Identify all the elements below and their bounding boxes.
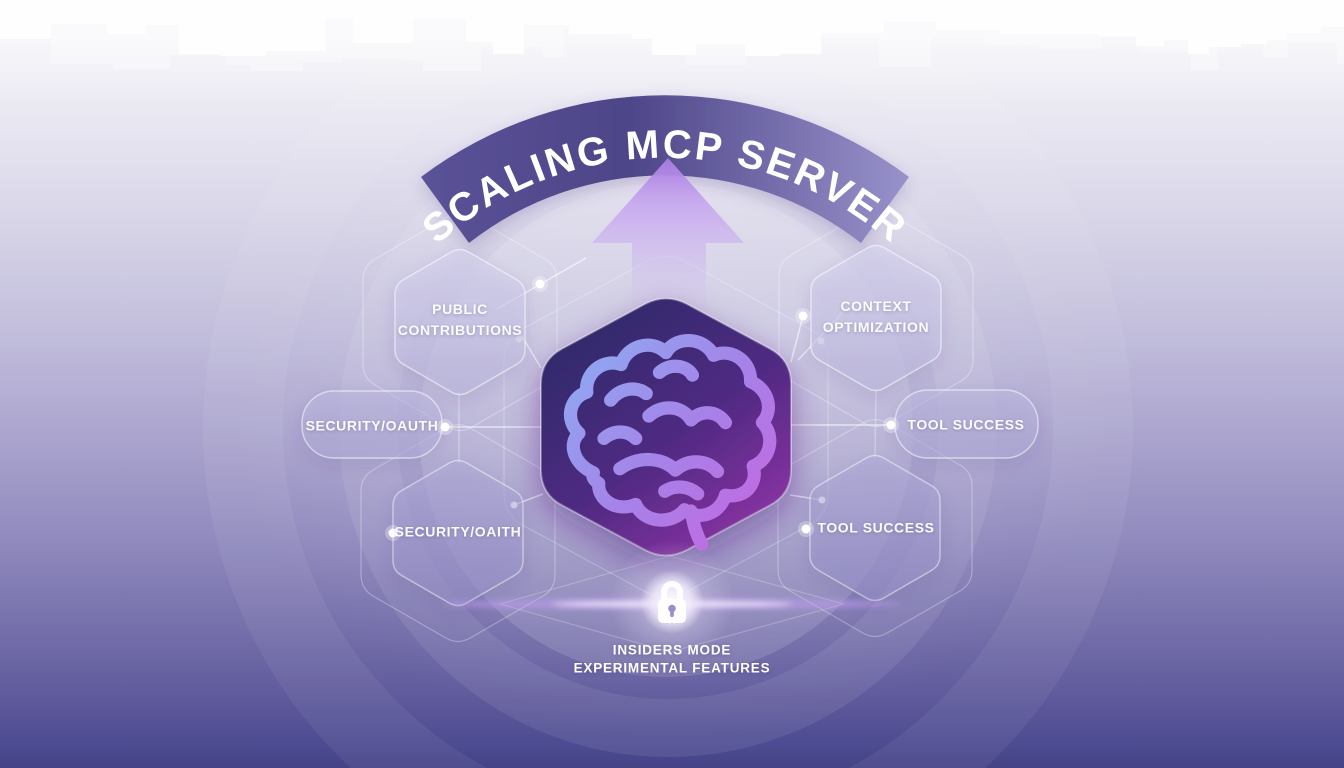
connector-dot bbox=[388, 528, 398, 538]
connector-dot bbox=[535, 279, 545, 289]
connector-dot bbox=[440, 422, 450, 432]
connector-dot bbox=[818, 496, 826, 504]
node-label-tool-success: TOOL SUCCESS bbox=[907, 416, 1025, 433]
node-label-public-contributions: PUBLIC CONTRIBUTIONS bbox=[397, 301, 523, 338]
connector-dot bbox=[515, 335, 523, 343]
footer-line2: EXPERIMENTAL FEATURES bbox=[573, 660, 771, 676]
node-hex-tool-success bbox=[809, 454, 941, 602]
brain-icon bbox=[563, 334, 777, 551]
connector-dot bbox=[798, 311, 808, 321]
node-label-tool-success-hex: TOOL SUCCESS bbox=[817, 519, 935, 536]
connector-dot bbox=[510, 501, 518, 509]
connector-line bbox=[874, 389, 877, 459]
connector-dot bbox=[886, 420, 896, 430]
footer-line1: INSIDERS MODE bbox=[612, 642, 732, 658]
lock-icon bbox=[658, 581, 686, 623]
connector-dot bbox=[817, 337, 825, 345]
node-label-context-optimization: CONTEXT OPTIMIZATION bbox=[822, 298, 930, 335]
up-arrow-icon bbox=[592, 158, 744, 330]
connector-dots bbox=[385, 276, 899, 541]
ghost-hexagon bbox=[778, 208, 974, 428]
connector-dot bbox=[801, 524, 811, 534]
connector-line bbox=[790, 315, 804, 363]
node-label-security-oaith: SECURITY/OAITH bbox=[394, 523, 522, 540]
node-label-security-oauth: SECURITY/OAUTH bbox=[305, 417, 439, 434]
node-hex-context-optimization bbox=[810, 244, 942, 392]
node-hex-public-contributions bbox=[394, 248, 526, 396]
